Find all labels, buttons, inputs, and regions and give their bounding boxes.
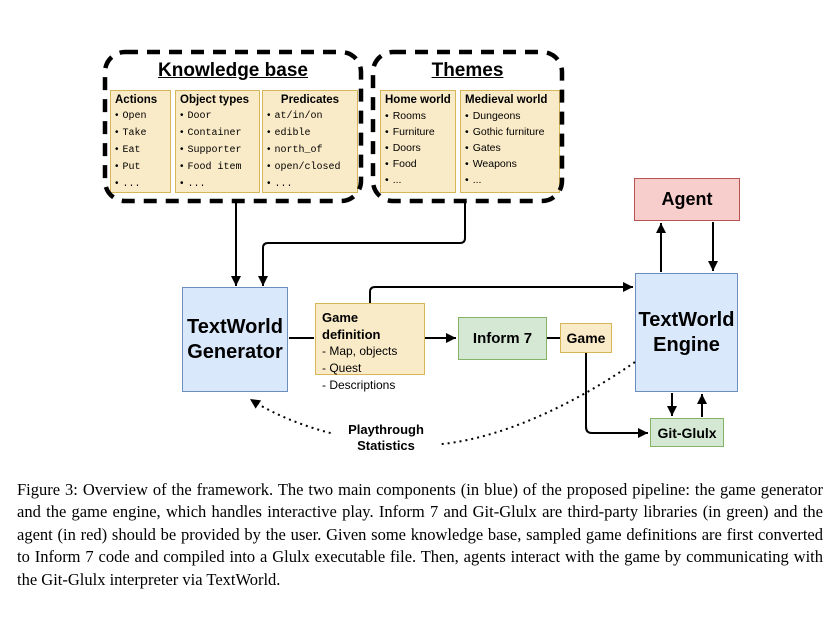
git-glulx-node: Git-Glulx [650,418,724,447]
list-item: Door [180,108,255,125]
playthrough-statistics-label: Playthrough Statistics [334,421,438,455]
list-item: Rooms [385,108,451,124]
edge-playthrough-statistics [249,361,636,447]
themes-medieval-world-header: Medieval world [465,94,548,106]
list-item: Food item [180,159,255,176]
list-item: ... [267,176,353,193]
agent-node: Agent [634,178,740,221]
game-definition-item: - Descriptions [322,378,396,392]
kb-predicates-box: Predicates at/in/on edible north_of open… [262,90,358,193]
edge-gamedefinition-to-engine [369,282,633,303]
list-item: Eat [115,142,166,159]
edge-themes-to-generator [258,203,466,286]
list-item: Doors [385,140,451,156]
kb-actions-box: Actions Open Take Eat Put ... [110,90,171,193]
list-item: Container [180,125,255,142]
list-item: Furniture [385,124,451,140]
list-item: Weapons [465,156,555,172]
list-item: Dungeons [465,108,555,124]
list-item: Gothic furniture [465,124,555,140]
list-item: ... [180,176,255,193]
textworld-generator-node: TextWorld Generator [182,287,288,392]
kb-actions-header: Actions [115,94,158,106]
list-item: ... [115,176,166,193]
list-item: ... [385,172,451,188]
themes-medieval-world-box: Medieval world Dungeons Gothic furniture… [460,90,560,193]
list-item: Supporter [180,142,255,159]
themes-title: Themes [431,60,504,81]
list-item: at/in/on [267,108,353,125]
list-item: Open [115,108,166,125]
kb-object-types-box: Object types Door Container Supporter Fo… [175,90,260,193]
list-item: Gates [465,140,555,156]
kb-predicates-header: Predicates [280,94,340,106]
list-item: Food [385,156,451,172]
knowledge-base-title: Knowledge base [158,60,308,81]
list-item: Put [115,159,166,176]
game-definition-node: Game definition - Map, objects - Quest -… [315,303,425,392]
figure-caption: Figure 3: Overview of the framework. The… [17,480,823,589]
game-definition-title: Game definition [322,310,381,342]
game-definition-item: - Quest [322,361,362,375]
list-item: Take [115,125,166,142]
kb-object-types-header: Object types [180,94,250,106]
themes-home-world-header: Home world [385,94,451,106]
game-node: Game [560,323,612,353]
list-item: edible [267,125,353,142]
list-item: north_of [267,142,353,159]
textworld-engine-node: TextWorld Engine [635,273,738,392]
themes-home-world-box: Home world Rooms Furniture Doors Food ..… [380,90,456,193]
game-definition-item: - Map, objects [322,344,398,358]
list-item: ... [465,172,555,188]
list-item: open/closed [267,159,353,176]
inform7-node: Inform 7 [458,317,547,360]
